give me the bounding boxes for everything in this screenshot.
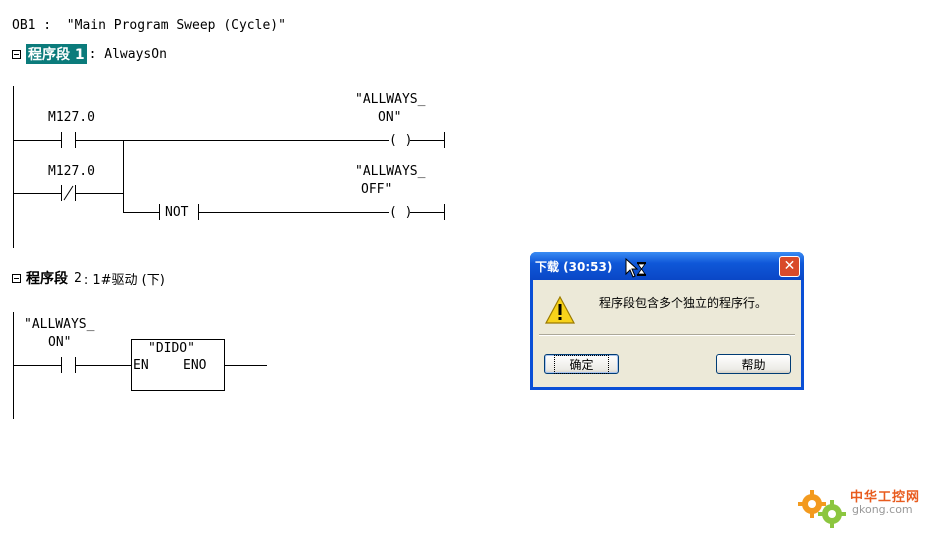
watermark-url: gkong.com <box>852 503 913 516</box>
en-pin: EN <box>133 358 149 373</box>
dialog-separator <box>539 334 795 336</box>
network2-header[interactable]: 程序段 2 : 1#驱动 (下) <box>12 268 165 288</box>
wire <box>123 212 159 213</box>
network2-title[interactable]: 程序段 <box>26 271 68 287</box>
dialog-message: 程序段包含多个独立的程序行。 <box>599 296 768 310</box>
help-button[interactable]: 帮助 <box>716 354 791 374</box>
wire <box>75 193 123 194</box>
contact1-address: M127.0 <box>48 110 95 125</box>
warning-icon <box>544 295 576 324</box>
dialog-title: 下载 (30:53) <box>535 259 613 274</box>
coil2-label-line1: "ALLWAYS_ <box>355 164 426 179</box>
coil1-label-line2: ON" <box>378 110 402 125</box>
contact-label-line2: ON" <box>48 335 72 350</box>
network1-comment: : AlwaysOn <box>88 46 167 62</box>
contact1-left-bar <box>61 132 62 148</box>
contact2-address: M127.0 <box>48 164 95 179</box>
download-dialog[interactable]: 下载 (30:53) ✕ 程序段包含多个独立的程序行。 确定 帮助 <box>530 252 804 390</box>
wire <box>198 212 389 213</box>
block-header: OB1 : "Main Program Sweep (Cycle)" <box>12 18 286 33</box>
wire <box>75 140 389 141</box>
gear-icon <box>798 490 846 528</box>
collapse-icon[interactable] <box>12 273 21 283</box>
watermark-cn: 中华工控网 <box>850 490 921 505</box>
ok-button[interactable]: 确定 <box>544 354 619 374</box>
dido-block-name: "DIDO" <box>148 341 195 356</box>
contact-label-line1: "ALLWAYS_ <box>24 317 95 332</box>
dido-block[interactable] <box>131 339 225 391</box>
ok-button-label: 确定 <box>554 354 609 374</box>
wire <box>75 365 131 366</box>
hourglass-icon <box>637 262 646 276</box>
watermark-logo: 中华工控网 gkong.com <box>790 476 930 534</box>
coil1-label-line1: "ALLWAYS_ <box>355 92 426 107</box>
contact-left-bar <box>61 357 62 373</box>
coil2[interactable]: ( ) <box>389 205 413 220</box>
eno-pin: ENO <box>183 358 207 373</box>
power-rail <box>13 86 14 248</box>
not-left-bar <box>159 204 160 220</box>
wire <box>13 193 61 194</box>
not-element[interactable]: NOT <box>165 205 189 220</box>
cursor-arrow-icon <box>625 258 639 278</box>
wire <box>13 140 61 141</box>
network2-comment: : 1#驱动 (下) <box>83 272 165 288</box>
coil2-end-bar <box>444 204 445 220</box>
wire <box>410 140 444 141</box>
dialog-body: 程序段包含多个独立的程序行。 确定 帮助 <box>533 280 801 387</box>
coil1-end-bar <box>444 132 445 148</box>
dialog-titlebar[interactable]: 下载 (30:53) ✕ <box>530 252 804 280</box>
contact2-left-bar <box>61 185 62 201</box>
collapse-icon[interactable] <box>12 49 21 59</box>
coil2-label-line2: OFF" <box>361 182 393 197</box>
nc-slash-icon <box>63 185 74 201</box>
coil1[interactable]: ( ) <box>389 133 413 148</box>
wire <box>410 212 444 213</box>
network2-number: 2 <box>74 270 82 286</box>
branch-wire <box>123 140 124 212</box>
wire <box>225 365 267 366</box>
network1-header[interactable]: 程序段 1 : AlwaysOn <box>12 44 167 64</box>
close-button[interactable]: ✕ <box>779 255 800 277</box>
network1-title[interactable]: 程序段 1 <box>26 44 87 64</box>
wire <box>13 365 61 366</box>
